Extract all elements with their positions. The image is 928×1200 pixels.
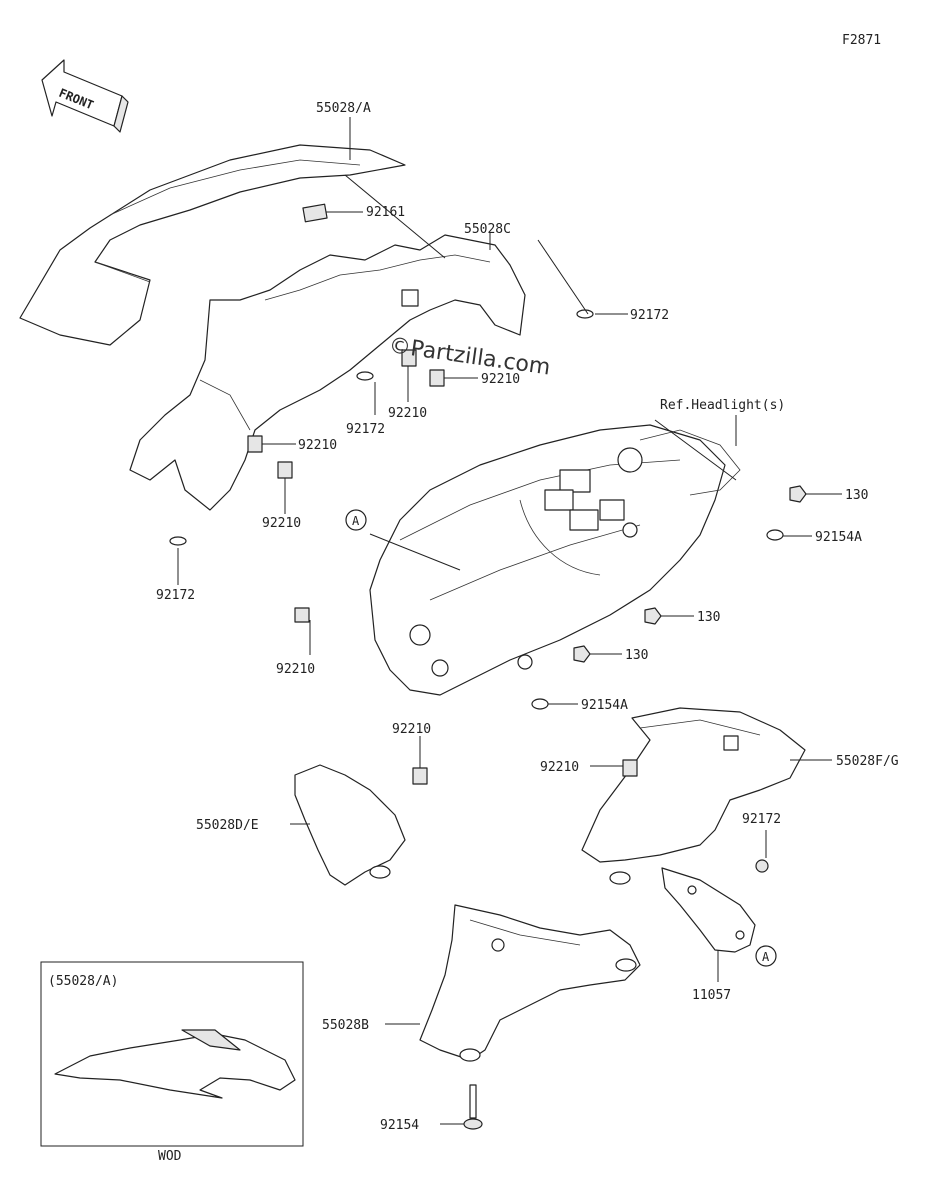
label-92210-b: 92210 <box>481 372 520 387</box>
label-92172-top: 92172 <box>630 308 669 323</box>
label-92154a-a: 92154A <box>815 530 862 545</box>
label-92161: 92161 <box>366 205 405 220</box>
label-92210-g: 92210 <box>540 760 579 775</box>
label-ref-headlight: Ref.Headlight(s) <box>660 398 785 413</box>
leader-lines <box>177 117 842 1125</box>
callout-marker-a-2-label: A <box>762 950 770 964</box>
callout-marker-a-1-label: A <box>352 514 360 528</box>
inset-caption: WOD <box>158 1149 182 1164</box>
inset-title: (55028/A) <box>48 974 118 989</box>
part-labels: 55028/A 92161 55028C 92172 92210 92210 9… <box>156 101 899 1133</box>
label-92210-a: 92210 <box>388 406 427 421</box>
label-92210-c: 92210 <box>298 438 337 453</box>
label-92210-f: 92210 <box>392 722 431 737</box>
label-92172-mid: 92172 <box>346 422 385 437</box>
label-130-c: 130 <box>625 648 648 663</box>
label-11057: 11057 <box>692 988 731 1003</box>
lower-panel-55028b <box>419 904 641 1062</box>
label-55028a: 55028/A <box>316 101 371 116</box>
callout-marker-a-2: A <box>755 945 777 967</box>
diagram-code: F2871 <box>842 33 881 48</box>
label-55028b: 55028B <box>322 1018 369 1033</box>
label-92210-e: 92210 <box>276 662 315 677</box>
bracket-11057 <box>661 867 756 953</box>
label-55028fg: 55028F/G <box>836 754 899 769</box>
side-panel-55028fg <box>581 707 806 885</box>
front-arrow-icon: FRONT <box>41 59 129 133</box>
upper-cowl-55028a <box>19 144 406 346</box>
callout-marker-a-1: A <box>345 509 367 531</box>
headlight-bracket-assembly <box>369 424 741 696</box>
label-130-a: 130 <box>845 488 868 503</box>
side-panel-55028de <box>294 764 406 886</box>
label-92154a-b: 92154A <box>581 698 628 713</box>
label-92210-d: 92210 <box>262 516 301 531</box>
label-92154: 92154 <box>380 1118 419 1133</box>
fasteners <box>169 203 807 1130</box>
label-55028c: 55028C <box>464 222 511 237</box>
label-92172-right: 92172 <box>742 812 781 827</box>
inset-panel: (55028/A) WOD <box>40 961 304 1164</box>
label-130-b: 130 <box>697 610 720 625</box>
watermark: ©Partzilla.com <box>387 333 552 380</box>
label-92172-left: 92172 <box>156 588 195 603</box>
label-55028de: 55028D/E <box>196 818 259 833</box>
inner-panel-55028c <box>129 234 526 511</box>
